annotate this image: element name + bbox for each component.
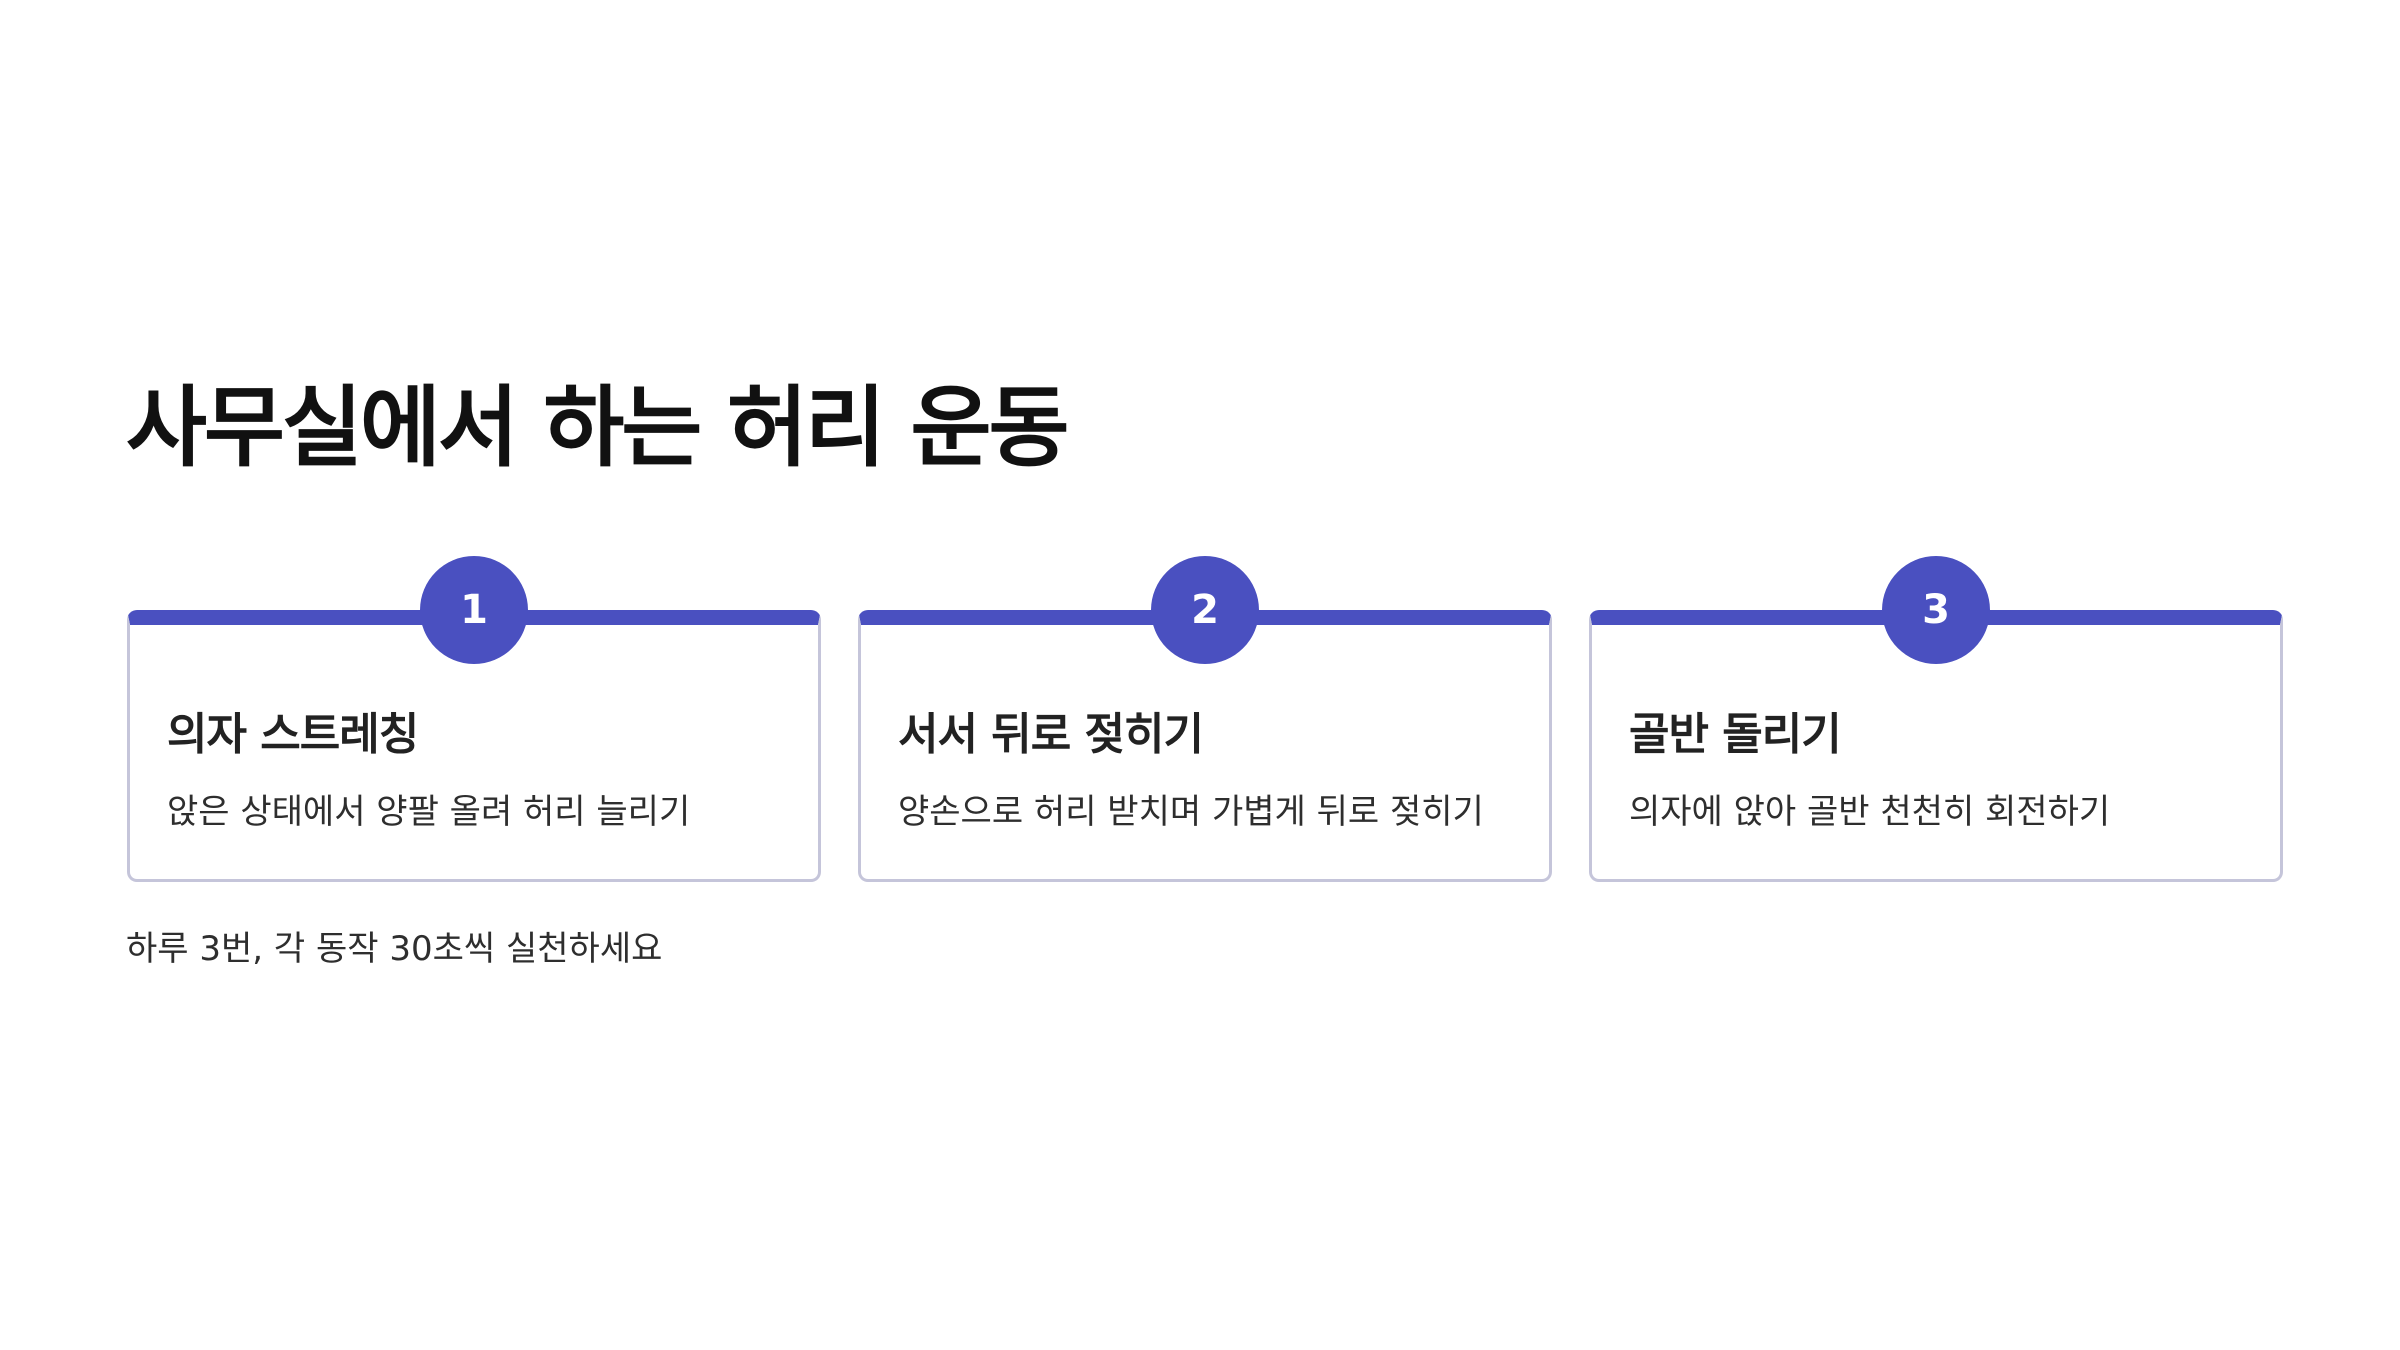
step-title: 의자 스트레칭 [167, 709, 419, 760]
step-card-1: 1 의자 스트레칭 앉은 상태에서 양팔 올려 허리 늘리기 [127, 556, 821, 882]
page-title: 사무실에서 하는 허리 운동 [126, 376, 1069, 479]
step-card-3: 3 골반 돌리기 의자에 앉아 골반 천천히 회전하기 [1589, 556, 2283, 882]
step-description: 앉은 상태에서 양팔 올려 허리 늘리기 [167, 792, 691, 832]
step-title: 서서 뒤로 젖히기 [898, 709, 1204, 760]
step-card-2: 2 서서 뒤로 젖히기 양손으로 허리 받치며 가볍게 뒤로 젖히기 [858, 556, 1552, 882]
step-title: 골반 돌리기 [1629, 709, 1842, 760]
step-number-badge: 1 [420, 556, 528, 664]
footer-note: 하루 3번, 각 동작 30초씩 실천하세요 [126, 929, 663, 969]
step-number-badge: 2 [1151, 556, 1259, 664]
step-number-badge: 3 [1882, 556, 1990, 664]
step-description: 의자에 앉아 골반 천천히 회전하기 [1629, 792, 2111, 832]
step-description: 양손으로 허리 받치며 가볍게 뒤로 젖히기 [898, 792, 1484, 832]
